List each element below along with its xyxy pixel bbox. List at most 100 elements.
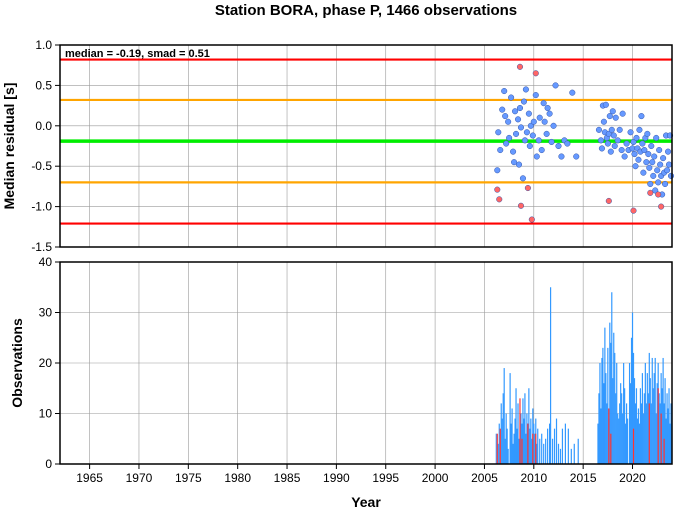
observations-y-axis-label: Observations	[9, 318, 25, 408]
residual-point	[512, 108, 519, 115]
residual-point	[569, 89, 576, 96]
residual-point	[520, 98, 527, 105]
residual-point	[496, 196, 503, 203]
x-tick-label: 1985	[274, 471, 301, 485]
x-tick-label: 1980	[224, 471, 251, 485]
residual-point	[646, 164, 653, 171]
residual-points	[494, 63, 675, 223]
residual-point	[653, 134, 660, 141]
residual-point	[647, 189, 654, 196]
residual-point	[647, 180, 654, 188]
residual-point	[552, 82, 559, 89]
y-tick-label: 10	[39, 407, 53, 421]
residual-point	[635, 156, 642, 163]
residual-point	[530, 118, 537, 125]
residual-point	[665, 161, 673, 168]
residual-point	[512, 130, 520, 137]
residual-point	[564, 140, 571, 147]
residual-point	[619, 110, 626, 117]
y-tick-label: 0.0	[35, 119, 52, 133]
residual-point	[660, 155, 667, 162]
y-tick-label: -1.5	[31, 240, 52, 254]
residual-point	[533, 153, 540, 160]
residual-point	[495, 129, 502, 136]
residual-point	[641, 146, 648, 154]
residual-point	[529, 132, 536, 139]
residual-point	[505, 118, 512, 125]
x-tick-label: 1990	[323, 471, 350, 485]
residual-point	[610, 132, 617, 139]
residual-point	[543, 130, 550, 137]
residual-point	[522, 86, 529, 93]
x-tick-label: 1965	[76, 471, 103, 485]
residual-y-axis-label: Median residual [s]	[1, 83, 17, 210]
residual-point	[654, 167, 661, 174]
residual-point	[598, 145, 605, 152]
residual-point	[645, 151, 652, 158]
x-tick-label: 2010	[520, 471, 547, 485]
residual-point	[525, 110, 532, 117]
x-tick-label: 1975	[175, 471, 202, 485]
residual-point	[616, 126, 623, 133]
residual-point	[516, 104, 524, 112]
observation-bars	[495, 287, 672, 464]
residual-point	[494, 167, 501, 174]
x-tick-label: 2000	[422, 471, 449, 485]
residual-point	[644, 130, 651, 137]
x-tick-label: 2015	[570, 471, 597, 485]
residual-point	[541, 118, 548, 125]
residual-point	[558, 153, 565, 160]
residual-point	[606, 113, 613, 120]
year-x-axis-label: Year	[351, 494, 381, 510]
residual-point	[536, 114, 543, 121]
residual-point	[643, 159, 650, 166]
residual-point	[501, 88, 508, 95]
y-tick-label: -0.5	[31, 159, 52, 173]
residual-point	[648, 142, 655, 150]
residual-point	[528, 216, 535, 223]
y-tick-label: 30	[39, 306, 53, 320]
residual-point	[609, 108, 616, 115]
reference-lines	[60, 58, 672, 225]
residual-point	[514, 116, 522, 123]
residual-point	[519, 175, 526, 182]
chart-title: Station BORA, phase P, 1466 observations	[215, 2, 517, 19]
residual-point	[651, 153, 658, 160]
residual-point	[544, 104, 551, 112]
residual-point	[548, 138, 555, 146]
residual-point	[652, 187, 659, 194]
residual-point	[656, 146, 663, 154]
median-smad-annotation: median = -0.19, smad = 0.51	[65, 48, 210, 60]
y-tick-label: 0.5	[35, 78, 52, 92]
residual-point	[639, 140, 646, 147]
residual-point	[665, 148, 672, 155]
residual-point	[555, 142, 562, 150]
x-tick-label: 2020	[619, 471, 646, 485]
residual-point	[526, 142, 533, 150]
residual-point	[517, 202, 525, 209]
residual-point	[662, 180, 669, 188]
residual-point	[618, 146, 625, 154]
residual-point	[524, 184, 531, 192]
residual-point	[607, 148, 614, 155]
residual-point	[638, 113, 645, 120]
residual-point	[510, 148, 517, 155]
residual-grid	[60, 44, 672, 248]
residual-point	[664, 167, 671, 174]
residual-point	[527, 122, 534, 129]
residual-point	[627, 129, 634, 136]
residual-point	[630, 138, 637, 146]
residual-point	[595, 126, 603, 133]
residual-point	[657, 161, 664, 168]
residual-point	[630, 207, 637, 214]
residual-point	[631, 151, 638, 158]
residual-point	[611, 142, 618, 150]
residual-point	[515, 161, 523, 168]
residual-point	[605, 197, 612, 204]
residual-point	[649, 159, 656, 166]
residual-point	[540, 100, 547, 107]
